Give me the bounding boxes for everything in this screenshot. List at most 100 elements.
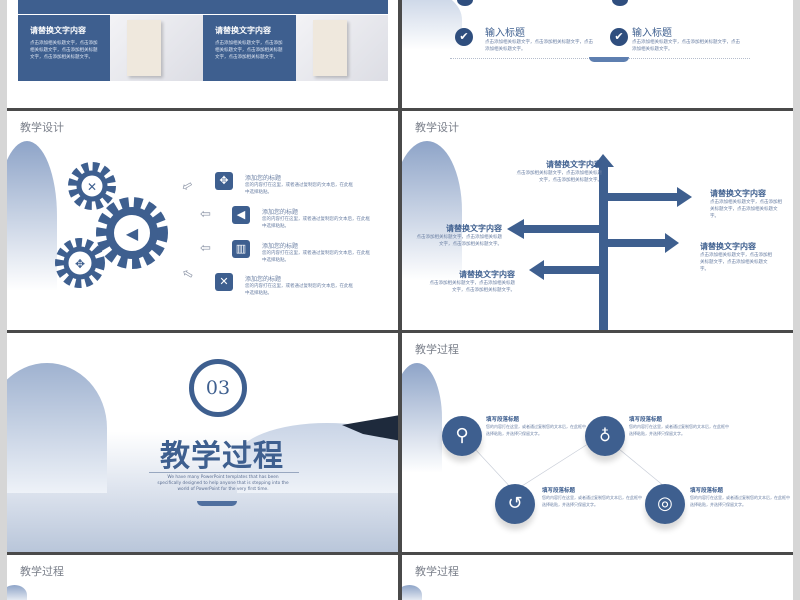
slide-thumbnail-6[interactable]: 教学过程 ⚲ ♁ ↺ ◎ 填写段落标题 您的内容打在这里，或者通过复制您的文本后… (402, 333, 793, 552)
item-body: 点击添加相关标题文字，点击添加相关标题文字，点击添加相关标题文字。 (710, 200, 782, 219)
text-card: 请替换文字内容 点击添加相关标题文字，点击添加相关标题文字，点击添加相关标题文字… (18, 15, 110, 81)
arrow-up (593, 154, 614, 167)
item-title: 填写段落标题 (629, 417, 663, 423)
item-body: 点击添加相关标题文字，点击添加相关标题文字，点击添加相关标题文字。 (416, 235, 503, 247)
slide-title: 教学过程 (415, 565, 459, 578)
item-title: 请替换文字内容 (459, 269, 515, 279)
item-title: 填写段落标题 (690, 488, 724, 494)
signpost-illustration (507, 154, 692, 330)
text-card: 请替换文字内容 点击添加相关标题文字，点击添加相关标题文字，点击添加相关标题文字… (203, 15, 296, 81)
signpost-pole (599, 165, 608, 330)
divider (149, 472, 299, 473)
item-title: 输入标题 (632, 28, 672, 39)
item-title: 填写段落标题 (542, 488, 576, 494)
item-title: 添加您的标题 (262, 209, 299, 216)
item-title: 填写段落标题 (486, 417, 520, 423)
pencils-notebook-image (110, 15, 203, 81)
card-title: 请替换文字内容 (30, 25, 86, 35)
slide-thumbnail-4[interactable]: 教学设计 请替换文字内容 点击添加相关标题文字，点击添加相关标题文字，点击添加相… (402, 111, 793, 330)
megaphone-icon: ◀ (126, 224, 139, 243)
item-body: 您的内容打在这里，或者通过复制您的文本后，在此框中选择粘贴。 (245, 183, 353, 195)
crosshair-icon: ✥ (75, 257, 85, 271)
megaphone-icon: ◀ (232, 206, 250, 224)
item-body: 点击添加相关标题文字，点击添加相关标题文字，点击添加相关标题文字。 (516, 171, 603, 183)
slide-title: 教学设计 (20, 121, 64, 134)
tools-icon: ✕ (87, 180, 97, 194)
item-title: 添加您的标题 (245, 276, 282, 283)
grid-divider (398, 0, 402, 600)
item-title: 请替换文字内容 (546, 159, 602, 169)
item-body: 点击添加相关标题文字，点击添加相关标题文字，点击添加相关标题文字。 (485, 40, 593, 52)
check-icon: ✔ (455, 28, 473, 46)
item-body: 您的内容打在这里，或者通过复制您的文本后，在此框中选择粘贴。 (245, 284, 353, 296)
card-body: 点击添加相关标题文字，点击添加相关标题文字，点击添加相关标题文字，点击添加相关标… (30, 41, 98, 60)
boat-icon (197, 501, 237, 506)
trash-icon: ▥ (232, 240, 250, 258)
slide-title: 教学过程 (415, 343, 459, 356)
crosshair-icon: ✥ (215, 172, 233, 190)
item-body: 您的内容打在这里，或者通过复制您的文本后，在此框中选择粘贴，并选择只保留文字。 (542, 495, 642, 507)
check-icon (612, 0, 628, 6)
ink-landscape (7, 585, 27, 600)
arrow-left-2 (542, 266, 602, 274)
gear-large (96, 197, 168, 269)
slide-thumbnail-3[interactable]: 教学设计 ✕ ◀ ✥ ⇦ ⇦ ⇦ ⇦ ✥ 添加您的标题 您的内容打在这里，或者通… (7, 111, 398, 330)
gear-small-top (68, 162, 116, 210)
item-body: 点击添加相关标题文字，点击添加相关标题文字，点击添加相关标题文字。 (700, 253, 772, 272)
arrow-icon: ⇦ (200, 207, 211, 222)
item-title: 添加您的标题 (245, 175, 282, 182)
item-body: 您的内容打在这里，或者通过复制您的文本后，在此框中选择粘贴，并选择只保留文字。 (690, 495, 790, 507)
slide-thumbnail-8[interactable]: 教学过程 (402, 555, 793, 600)
item-title: 输入标题 (485, 28, 525, 39)
target-icon: ◎ (645, 484, 685, 524)
arrow-icon: ⇦ (200, 241, 211, 256)
slide-thumbnail-5[interactable]: 03 教学过程 We have many PowerPoint template… (7, 333, 398, 552)
arrow-icon: ⇦ (178, 177, 196, 196)
slide-thumbnail-2[interactable]: ✔ 输入标题 点击添加相关标题文字，点击添加相关标题文字，点击添加相关标题文字。… (402, 0, 793, 108)
undo-icon: ↺ (495, 484, 535, 524)
card-body: 点击添加相关标题文字，点击添加相关标题文字，点击添加相关标题文字，点击添加相关标… (215, 41, 283, 60)
boat-icon (589, 57, 629, 62)
slide-thumbnail-7[interactable]: 教学过程 (7, 555, 398, 600)
slide-title: 教学设计 (415, 121, 459, 134)
item-title: 添加您的标题 (262, 243, 299, 250)
item-body: 您的内容打在这里，或者通过复制您的文本后，在此框中选择粘贴。 (262, 251, 370, 263)
section-number: 03 (189, 359, 247, 417)
slide-thumbnail-1[interactable]: 请替换文字内容 点击添加相关标题文字，点击添加相关标题文字，点击添加相关标题文字… (7, 0, 398, 108)
pencils-notebook-image (296, 15, 388, 81)
section-title: 教学过程 (160, 439, 284, 474)
tools-icon: ✕ (215, 273, 233, 291)
grid-divider (7, 108, 793, 111)
ink-landscape (402, 585, 422, 600)
ink-landscape (402, 0, 462, 50)
arrow-icon: ⇦ (178, 265, 196, 284)
card-title: 请替换文字内容 (215, 25, 271, 35)
item-title: 请替换文字内容 (700, 241, 756, 251)
card-row-partial (18, 0, 388, 14)
connector-lines (461, 434, 671, 492)
item-body: 点击添加相关标题文字，点击添加相关标题文字，点击添加相关标题文字。 (429, 281, 516, 293)
search-icon: ⚲ (442, 416, 482, 456)
check-icon (457, 0, 473, 6)
ink-landscape (402, 363, 442, 473)
gears-illustration: ✕ ◀ ✥ (55, 162, 168, 288)
section-subtitle: We have many PowerPoint templates that h… (157, 475, 289, 492)
ink-landscape (7, 363, 107, 493)
grid-divider (7, 330, 793, 333)
ink-landscape (402, 141, 462, 281)
item-body: 您的内容打在这里，或者通过复制您的文本后，在此框中选择粘贴，并选择只保留文字。 (629, 424, 729, 436)
item-body: 您的内容打在这里，或者通过复制您的文本后，在此框中选择粘贴。 (262, 217, 370, 229)
arrow-left-1 (522, 225, 602, 233)
arrow-right-2 (605, 239, 667, 247)
gear-small-bottom (55, 238, 105, 288)
grid-divider (7, 552, 793, 555)
check-icon: ✔ (610, 28, 628, 46)
lightbulb-icon: ♁ (585, 416, 625, 456)
item-body: 点击添加相关标题文字，点击添加相关标题文字，点击添加相关标题文字。 (632, 40, 740, 52)
ink-landscape (7, 141, 57, 291)
item-title: 请替换文字内容 (710, 188, 766, 198)
arrow-right-1 (605, 193, 680, 201)
item-title: 请替换文字内容 (446, 223, 502, 233)
item-body: 您的内容打在这里，或者通过复制您的文本后，在此框中选择粘贴，并选择只保留文字。 (486, 424, 586, 436)
slide-title: 教学过程 (20, 565, 64, 578)
